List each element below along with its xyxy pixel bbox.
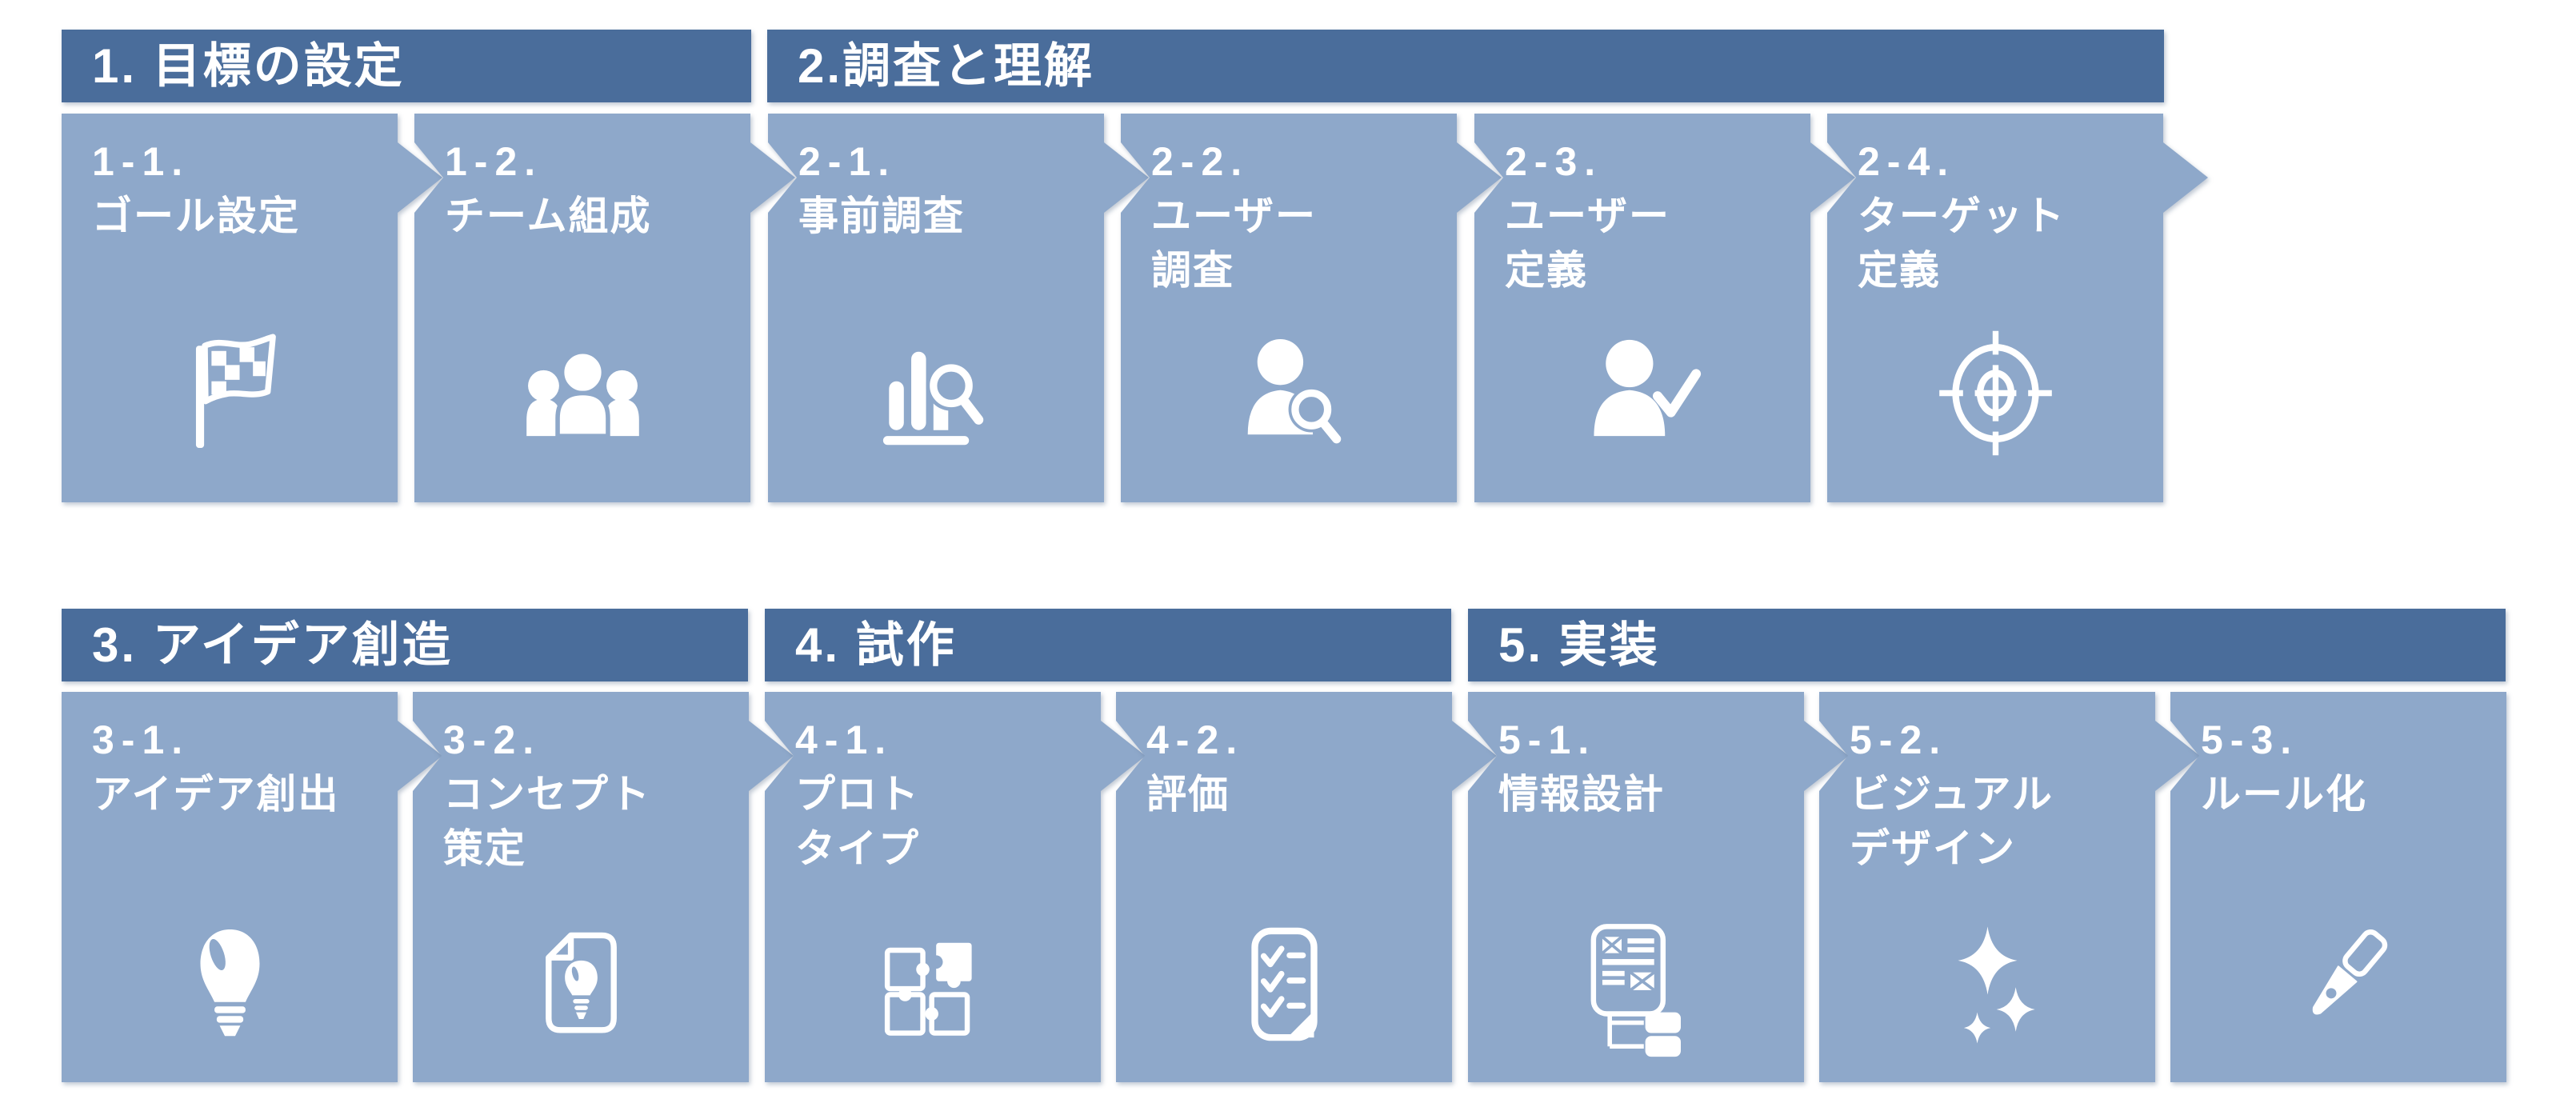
wireframe-icon xyxy=(1468,910,1804,1058)
step-name: ルール化 xyxy=(2201,772,2367,817)
step-name: 事前調査 xyxy=(798,194,965,238)
step-name: ビジュアル デザイン xyxy=(1850,772,2054,871)
step-1-1: 1-1. ゴール設定 xyxy=(62,114,442,502)
section-header-2-label: 2.調査と理解 xyxy=(798,39,1095,93)
section-header-4: 4. 試作 xyxy=(765,609,1451,681)
step-2-1: 2-1. 事前調査 xyxy=(768,114,1149,502)
step-2-2: 2-2. ユーザー 調査 xyxy=(1121,114,1502,502)
section-header-1: 1. 目標の設定 xyxy=(62,30,751,102)
lightbulb-icon xyxy=(62,910,398,1058)
checklist-icon xyxy=(1116,910,1452,1058)
step-number: 2-3. xyxy=(1505,139,1603,184)
chart-magnifier-icon xyxy=(768,319,1104,467)
section-header-5-label: 5. 実装 xyxy=(1498,618,1660,672)
step-shape xyxy=(1827,114,2208,502)
section-header-2: 2.調査と理解 xyxy=(767,30,2164,102)
step-number: 5-1. xyxy=(1498,717,1597,762)
step-number: 3-1. xyxy=(92,717,190,762)
step-number: 4-2. xyxy=(1146,717,1245,762)
step-number: 2-2. xyxy=(1151,139,1250,184)
concept-document-icon xyxy=(413,910,749,1058)
step-shape xyxy=(2170,692,2506,1082)
step-shape xyxy=(62,114,442,502)
step-shape xyxy=(1474,114,1855,502)
user-check-icon xyxy=(1474,319,1810,467)
sparkles-icon xyxy=(1819,910,2155,1058)
step-number: 5-3. xyxy=(2201,717,2299,762)
step-5-1: 5-1. 情報設計 xyxy=(1468,692,1849,1082)
step-name: ゴール設定 xyxy=(92,194,300,238)
step-shape xyxy=(1121,114,1502,502)
step-number: 3-2. xyxy=(443,717,542,762)
step-name: 評価 xyxy=(1146,772,1230,817)
step-number: 5-2. xyxy=(1850,717,1948,762)
step-number: 2-1. xyxy=(798,139,897,184)
team-icon xyxy=(414,319,750,467)
section-header-3-label: 3. アイデア創造 xyxy=(92,618,453,672)
step-name: コンセプト 策定 xyxy=(443,772,651,871)
step-shape xyxy=(1116,692,1497,1082)
user-magnifier-icon xyxy=(1121,319,1457,467)
step-shape xyxy=(62,692,442,1082)
step-number: 1-2. xyxy=(445,139,543,184)
puzzle-icon xyxy=(765,910,1101,1058)
step-name: ユーザー 調査 xyxy=(1151,194,1317,293)
step-shape xyxy=(765,692,1146,1082)
step-name: プロト タイプ xyxy=(795,772,920,871)
step-1-2: 1-2. チーム組成 xyxy=(414,114,795,502)
target-scope-icon xyxy=(1827,319,2163,467)
step-shape xyxy=(1819,692,2200,1082)
step-name: 情報設計 xyxy=(1498,772,1665,817)
section-header-4-label: 4. 試作 xyxy=(795,618,957,672)
section-header-1-label: 1. 目標の設定 xyxy=(92,39,405,93)
step-number: 1-1. xyxy=(92,139,190,184)
section-header-3: 3. アイデア創造 xyxy=(62,609,748,681)
step-3-2: 3-2. コンセプト 策定 xyxy=(413,692,794,1082)
step-4-1: 4-1. プロト タイプ xyxy=(765,692,1146,1082)
step-name: アイデア創出 xyxy=(92,772,340,817)
step-5-3: 5-3. ルール化 xyxy=(2170,692,2551,1082)
step-5-2: 5-2. ビジュアル デザイン xyxy=(1819,692,2200,1082)
step-2-4: 2-4. ターゲット 定義 xyxy=(1827,114,2208,502)
section-header-5: 5. 実装 xyxy=(1468,609,2506,681)
step-3-1: 3-1. アイデア創出 xyxy=(62,692,442,1082)
step-number: 2-4. xyxy=(1858,139,1956,184)
checkered-flag-icon xyxy=(62,319,398,467)
step-4-2: 4-2. 評価 xyxy=(1116,692,1497,1082)
step-shape xyxy=(413,692,794,1082)
step-2-3: 2-3. ユーザー 定義 xyxy=(1474,114,1855,502)
step-name: ユーザー 定義 xyxy=(1505,194,1670,293)
pen-nib-icon xyxy=(2170,910,2506,1058)
step-name: ターゲット 定義 xyxy=(1858,194,2066,293)
step-name: チーム組成 xyxy=(445,194,652,238)
step-number: 4-1. xyxy=(795,717,894,762)
